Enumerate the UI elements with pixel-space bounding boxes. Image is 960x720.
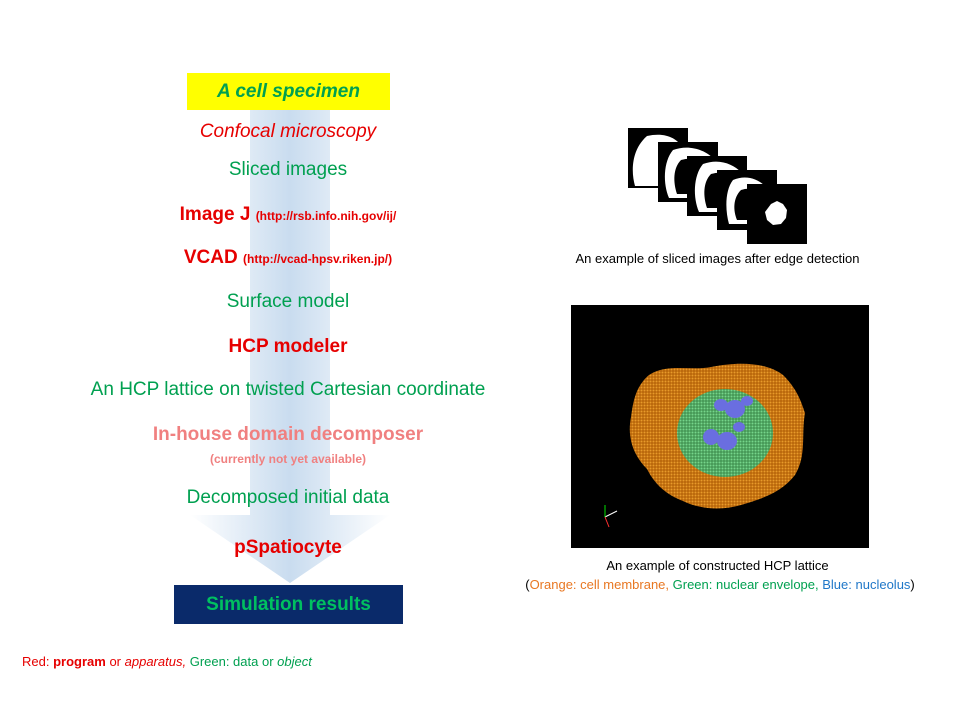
decomposer-note: (currently not yet available) <box>209 452 367 466</box>
simulation-results-box: Simulation results <box>174 585 403 624</box>
domain-decomposer-label: In-house domain decomposer <box>152 424 424 445</box>
pspatiocyte-label: pSpatiocyte <box>234 537 342 558</box>
legend-program: program <box>53 654 106 669</box>
vcad-url: (http://vcad-hpsv.riken.jp/) <box>243 252 393 266</box>
hcp-modeler-label: HCP modeler <box>228 336 348 357</box>
imagej-url: (http://rsb.info.nih.gov/ij/ <box>255 209 397 223</box>
legend-blue: Blue: nucleolus <box>822 577 911 592</box>
hcp-lattice-image <box>571 305 869 548</box>
vcad-name: VCAD <box>183 247 238 268</box>
legend-apparatus: apparatus, <box>124 654 187 669</box>
slice-5 <box>747 184 807 244</box>
legend-green-label: Green: data or <box>189 654 274 669</box>
type-legend: Red: program or apparatus, Green: data o… <box>22 654 312 669</box>
legend-close-paren: ) <box>910 577 915 592</box>
legend-red-label: Red: <box>22 654 50 669</box>
flow-arrow <box>190 95 390 583</box>
simulation-results-label: Simulation results <box>206 593 371 615</box>
sliced-images-stack <box>628 128 807 244</box>
axis-gizmo <box>604 505 618 528</box>
vcad-step: VCAD (http://vcad-hpsv.riken.jp/) <box>40 247 536 269</box>
confocal-microscopy-label: Confocal microscopy <box>199 121 377 142</box>
nucleolus-shapes <box>703 396 753 450</box>
imagej-step: Image J (http://rsb.info.nih.gov/ij/ <box>40 204 536 226</box>
legend-orange: Orange: cell membrane, <box>529 577 670 592</box>
legend-or: or <box>109 654 122 669</box>
color-legend: (Orange: cell membrane, Green: nuclear e… <box>490 577 950 592</box>
legend-open-paren: ( <box>525 577 530 592</box>
imagej-name: Image J <box>179 204 251 225</box>
legend-green: Green: nuclear envelope, <box>672 577 819 592</box>
hcp-lattice-label: An HCP lattice on twisted Cartesian coor… <box>90 379 486 400</box>
decomposed-data-label: Decomposed initial data <box>186 487 390 508</box>
hcp-lattice-caption: An example of constructed HCP lattice <box>606 558 829 573</box>
legend-object: object <box>277 654 312 669</box>
surface-model-label: Surface model <box>226 291 350 312</box>
cell-specimen-box: A cell specimen <box>187 73 390 110</box>
cell-specimen-label: A cell specimen <box>217 80 360 102</box>
sliced-images-label: Sliced images <box>228 159 348 180</box>
sliced-images-caption: An example of sliced images after edge d… <box>575 251 860 266</box>
